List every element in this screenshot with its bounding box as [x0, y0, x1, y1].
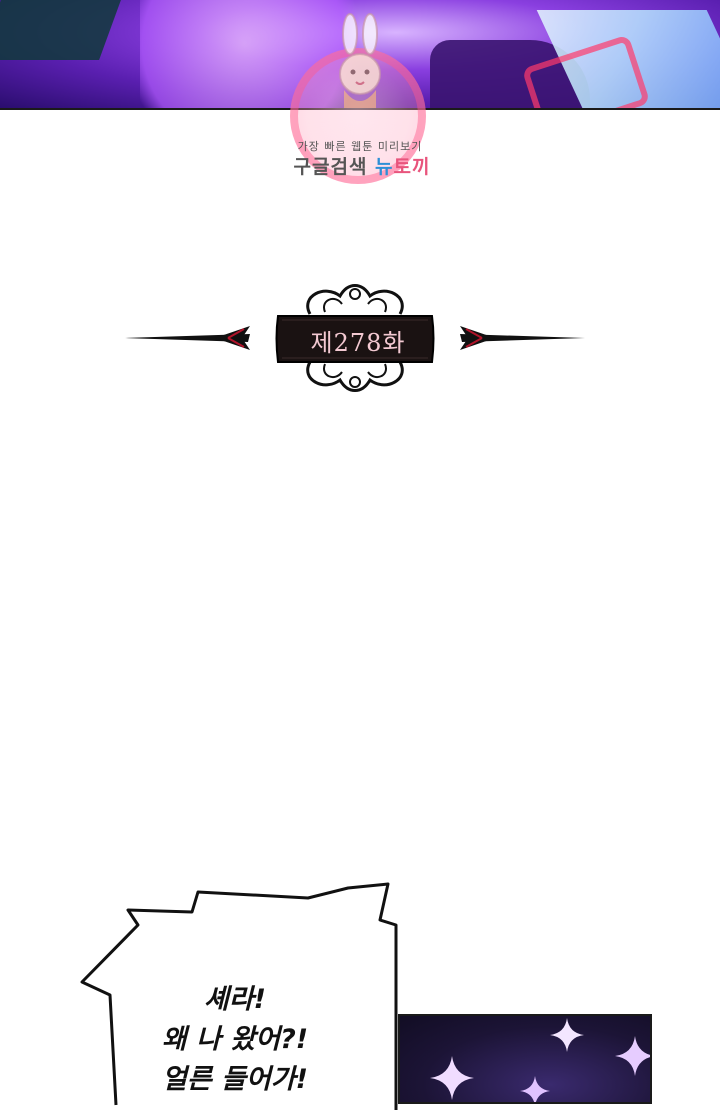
speech-bubble — [80, 882, 398, 1110]
sparkle-icon — [550, 1018, 584, 1052]
bottom-comic-panel — [398, 1014, 652, 1104]
speech-bubble-text: 셰라! 왜 나 왔어?! 얼른 들어가! — [110, 980, 360, 1100]
bunny-mascot-icon — [339, 13, 381, 108]
chapter-ornament — [125, 284, 585, 392]
watermark-brand: 구글검색 뉴토끼 — [282, 152, 442, 179]
watermark-tagline: 가장 빠른 웹툰 미리보기 — [297, 140, 423, 153]
speech-line-1: 셰라! — [204, 984, 266, 1015]
speech-line-2: 왜 나 왔어?! — [161, 1024, 309, 1055]
watermark-brand-part3: 토끼 — [393, 156, 431, 178]
watermark-brand-part1: 구글검색 — [293, 156, 376, 178]
watermark-brand-part2: 뉴 — [375, 156, 394, 178]
sparkle-icon — [520, 1076, 550, 1102]
chapter-title: 제278화 — [310, 328, 406, 357]
sparkle-icon — [615, 1036, 650, 1076]
panel-shadow-shape — [0, 0, 121, 60]
speech-line-3: 얼른 들어가! — [162, 1064, 308, 1095]
watermark-circle — [290, 48, 426, 184]
sparkle-icon — [430, 1056, 474, 1100]
watermark: 가장 빠른 웹툰 미리보기 구글검색 뉴토끼 — [290, 13, 430, 185]
